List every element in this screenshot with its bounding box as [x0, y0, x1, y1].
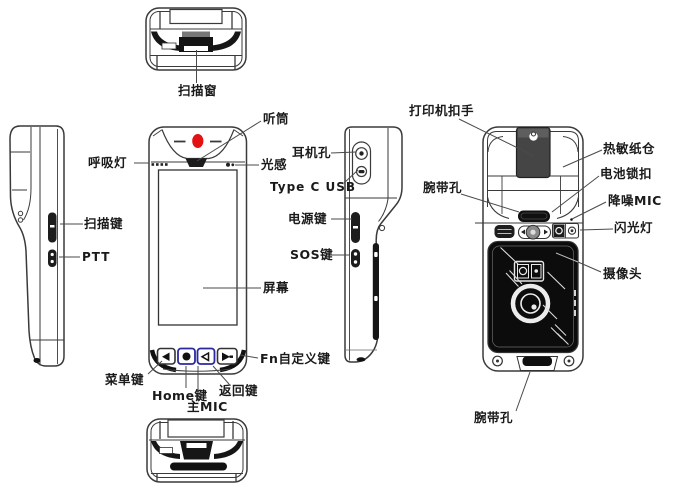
- scan-window-right-shade: [211, 31, 241, 51]
- label-scan-key: 扫描键: [84, 216, 124, 231]
- paper-roll-window: [515, 126, 551, 179]
- left-side-view: [9, 125, 65, 367]
- label-ptt: PTT: [82, 250, 111, 264]
- back-key-icon: [200, 351, 210, 362]
- label-sos-key: SOS键: [290, 247, 334, 262]
- wrist-strap-slot-top: [518, 210, 550, 222]
- scanner-led: [192, 134, 204, 148]
- menu-key-icon: [162, 352, 170, 361]
- label-camera: 摄像头: [603, 266, 643, 281]
- breathing-light-shape: [151, 163, 155, 166]
- label-home-key: Home键: [152, 388, 208, 403]
- label-earpiece: 听筒: [263, 111, 290, 126]
- ptt-key-shape: [48, 249, 57, 267]
- front-view: [148, 126, 248, 375]
- headphone-jack-shape: [355, 147, 368, 160]
- screen-shape: [157, 169, 238, 326]
- label-thermal-paper: 热敏纸仓: [603, 141, 656, 156]
- bottom-view: [146, 418, 248, 483]
- leader-lines: [59, 50, 614, 412]
- label-type-c-usb: Type C USB: [270, 180, 357, 194]
- sos-key-shape: [351, 249, 360, 268]
- fn-key-icon: [222, 352, 230, 361]
- label-scan-window: 扫描窗: [178, 83, 218, 98]
- right-side-view: [344, 126, 403, 363]
- back-key-shape: [196, 347, 216, 365]
- label-flash: 闪光灯: [614, 220, 654, 235]
- label-back-key: 返回键: [219, 383, 259, 398]
- wrist-strap-slot-bottom: [522, 356, 552, 366]
- light-sensor-shape: [226, 162, 230, 167]
- label-wrist-strap-hole-bottom: 腕带孔: [474, 410, 514, 425]
- label-fn-key: Fn自定义键: [260, 351, 331, 366]
- speaker-ring: [510, 283, 551, 324]
- label-breathing-light: 呼吸灯: [88, 155, 128, 170]
- label-noise-mic: 降噪MIC: [608, 193, 662, 208]
- label-screen: 屏幕: [263, 280, 290, 295]
- top-view: [145, 7, 247, 71]
- label-wrist-strap-hole-back: 腕带孔: [423, 180, 463, 195]
- back-view: [475, 126, 584, 372]
- cover-reflection-lines: [500, 247, 569, 345]
- label-battery-lock: 电池锁扣: [600, 166, 653, 181]
- top-view-notch: [169, 8, 223, 25]
- label-main-mic: 主MIC: [187, 399, 228, 414]
- earpiece-shape: [185, 158, 207, 167]
- home-key-icon: [182, 352, 191, 361]
- label-power-key: 电源键: [288, 211, 328, 226]
- label-headphone-jack: 耳机孔: [292, 145, 332, 160]
- label-menu-key: 菜单键: [105, 372, 145, 387]
- label-light-sensor: 光感: [261, 157, 288, 172]
- battery-cover: [487, 240, 579, 354]
- battery-lock-shape: [494, 225, 515, 238]
- label-printer-latch: 打印机扣手: [409, 103, 475, 118]
